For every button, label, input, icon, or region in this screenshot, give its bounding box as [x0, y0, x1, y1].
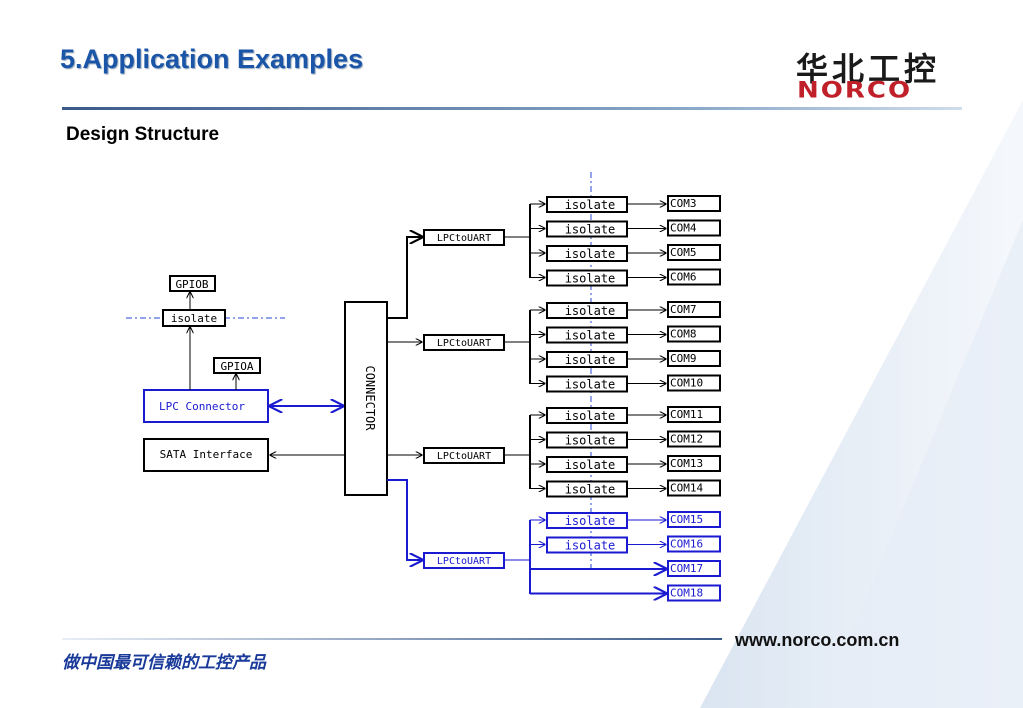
footer-divider [62, 638, 722, 640]
com-port-box [667, 195, 721, 212]
isolate-label: isolate [565, 353, 616, 367]
sata-interface-box [143, 438, 269, 472]
com-port-box [667, 535, 721, 553]
com-port-box [667, 374, 721, 392]
connector-box [344, 301, 388, 496]
page-title: 5.Application Examples [60, 44, 364, 74]
com-port-box [667, 455, 721, 472]
logo-chinese-text: 华北工控 [796, 50, 941, 88]
left-isolate-box [162, 309, 226, 327]
com-port-label: COM5 [670, 246, 697, 259]
gpiob-box [169, 275, 216, 292]
com-port-label: COM10 [670, 377, 703, 390]
norco-logo: NORCO [797, 78, 913, 104]
lpc-to-uart-label: LPCtoUART [437, 338, 491, 349]
wire-connector-to-uart [387, 479, 422, 560]
isolate-label: isolate [565, 223, 616, 237]
com-port-label: COM14 [670, 482, 703, 495]
gpiob-label: GPIOB [175, 278, 208, 291]
section-subtitle: Design Structure [66, 124, 220, 145]
lpc-connector-box [143, 389, 269, 423]
com-port-label: COM6 [670, 271, 697, 284]
title-divider [62, 107, 962, 110]
isolate-label: isolate [565, 483, 616, 497]
isolate-label: isolate [565, 458, 616, 472]
com-port-box [667, 325, 721, 343]
gpioa-label: GPIOA [220, 360, 253, 373]
com-port-box [667, 219, 721, 237]
isolate-label: isolate [565, 272, 616, 286]
isolate-label: isolate [565, 434, 616, 448]
website-url: www.norco.com.cn [735, 630, 900, 650]
com-port-label: COM17 [670, 562, 703, 575]
gpioa-box [213, 357, 261, 374]
lpc-connector-label: LPC Connector [159, 400, 245, 413]
com-port-label: COM16 [670, 538, 703, 551]
sata-interface-label: SATA Interface [160, 448, 253, 461]
com-port-box [667, 350, 721, 367]
lpc-to-uart-label: LPCtoUART [437, 556, 491, 567]
com-port-box [667, 584, 721, 602]
com-port-label: COM15 [670, 513, 703, 526]
isolate-label: isolate [565, 409, 616, 423]
isolate-label: isolate [565, 304, 616, 318]
left-isolate-label: isolate [171, 312, 217, 325]
com-port-box [667, 244, 721, 261]
com-port-label: COM4 [670, 222, 697, 235]
com-port-label: COM12 [670, 433, 703, 446]
com-port-label: COM18 [670, 587, 703, 600]
isolate-label: isolate [565, 198, 616, 212]
com-port-box [667, 301, 721, 318]
connector-label: CONNECTOR [363, 365, 377, 431]
com-port-label: COM11 [670, 408, 703, 421]
com-port-label: COM3 [670, 197, 697, 210]
isolate-label: isolate [565, 247, 616, 261]
com-port-box [667, 511, 721, 528]
wire-connector-to-uart [387, 237, 422, 319]
isolate-label: isolate [565, 514, 616, 528]
lpc-to-uart-label: LPCtoUART [437, 451, 491, 462]
isolate-label: isolate [565, 539, 616, 553]
com-port-label: COM8 [670, 328, 697, 341]
isolate-label: isolate [565, 378, 616, 392]
company-slogan: 做中国最可信赖的工控产品 [62, 653, 266, 673]
isolate-label: isolate [565, 329, 616, 343]
com-port-box [667, 479, 721, 497]
com-port-label: COM13 [670, 457, 703, 470]
com-port-label: COM9 [670, 352, 697, 365]
com-port-box [667, 268, 721, 286]
com-port-box [667, 560, 721, 577]
lpc-to-uart-label: LPCtoUART [437, 233, 491, 244]
com-port-box [667, 430, 721, 448]
com-port-box [667, 406, 721, 423]
com-port-label: COM7 [670, 303, 697, 316]
